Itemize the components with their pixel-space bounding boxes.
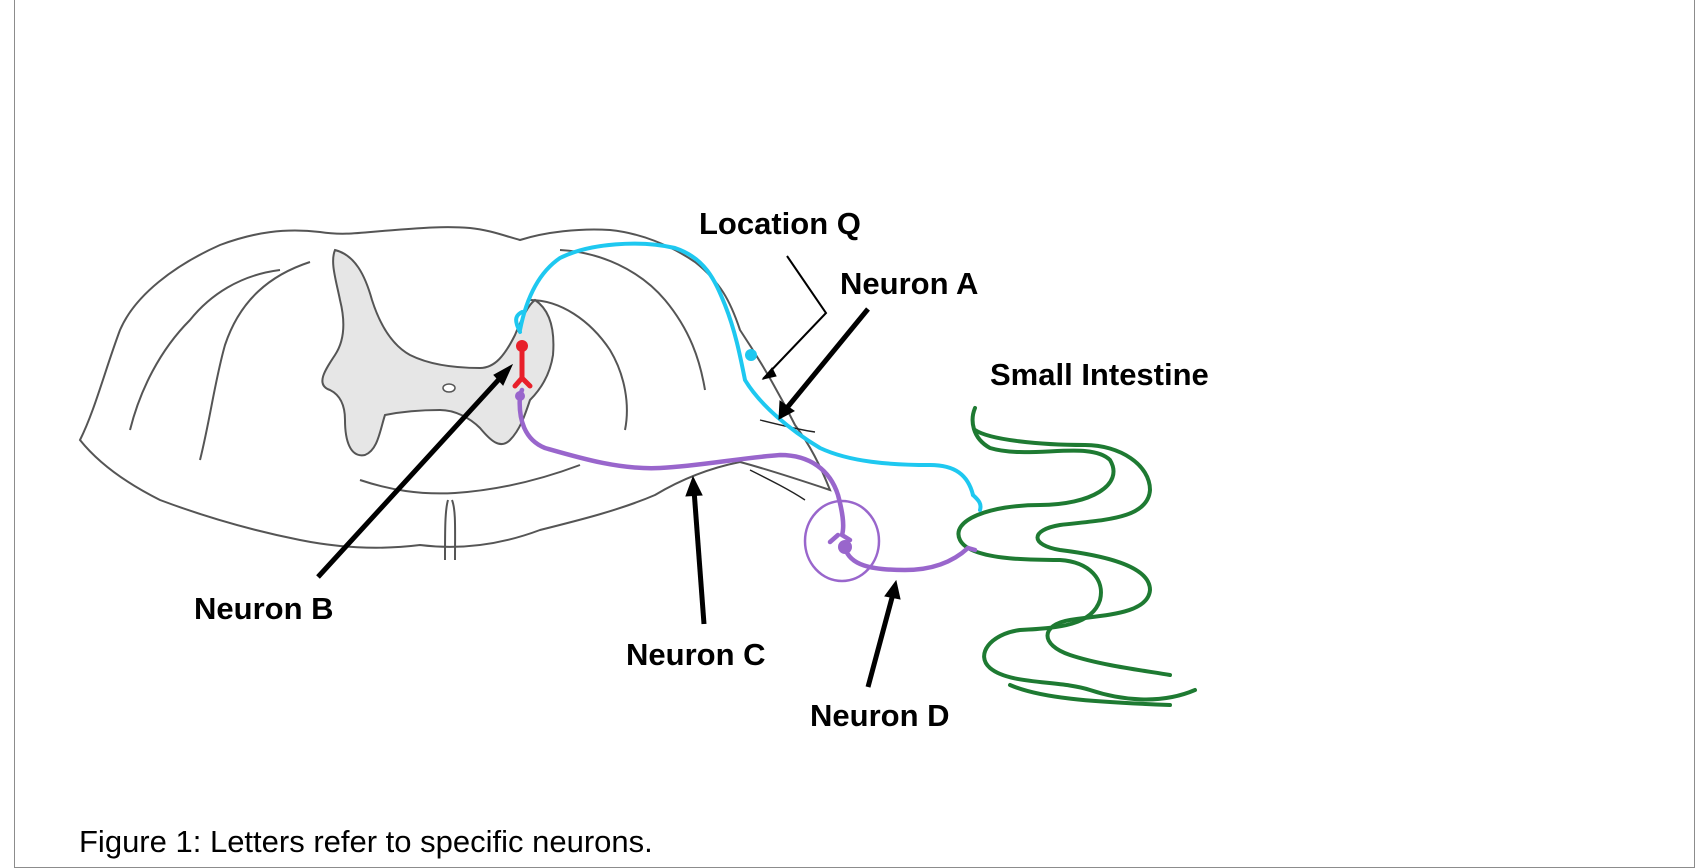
label-small-intestine: Small Intestine — [990, 357, 1209, 392]
label-location-q: Location Q — [699, 206, 861, 241]
neuron-b-cell-body — [516, 340, 528, 352]
figure-caption: Figure 1: Letters refer to specific neur… — [79, 824, 653, 859]
label-neuron-a: Neuron A — [840, 266, 979, 301]
figure-frame — [14, 0, 1695, 868]
neuron-a-cell-body — [745, 349, 757, 361]
label-neuron-d: Neuron D — [810, 698, 950, 733]
label-neuron-c: Neuron C — [626, 637, 766, 672]
pointer-lines — [316, 255, 901, 688]
neuron-b-drawing — [512, 347, 533, 389]
ganglion-drawing — [803, 499, 881, 583]
neuron-d-drawing — [827, 532, 978, 573]
neuron-c-cell-body — [515, 391, 525, 401]
neuron-c-drawing — [517, 387, 846, 538]
neuron-a-drawing — [514, 241, 983, 512]
label-neuron-b: Neuron B — [194, 591, 334, 626]
small-intestine-drawing — [956, 406, 1197, 707]
neuron-d-cell-body — [838, 540, 852, 554]
gray-matter — [321, 248, 555, 457]
